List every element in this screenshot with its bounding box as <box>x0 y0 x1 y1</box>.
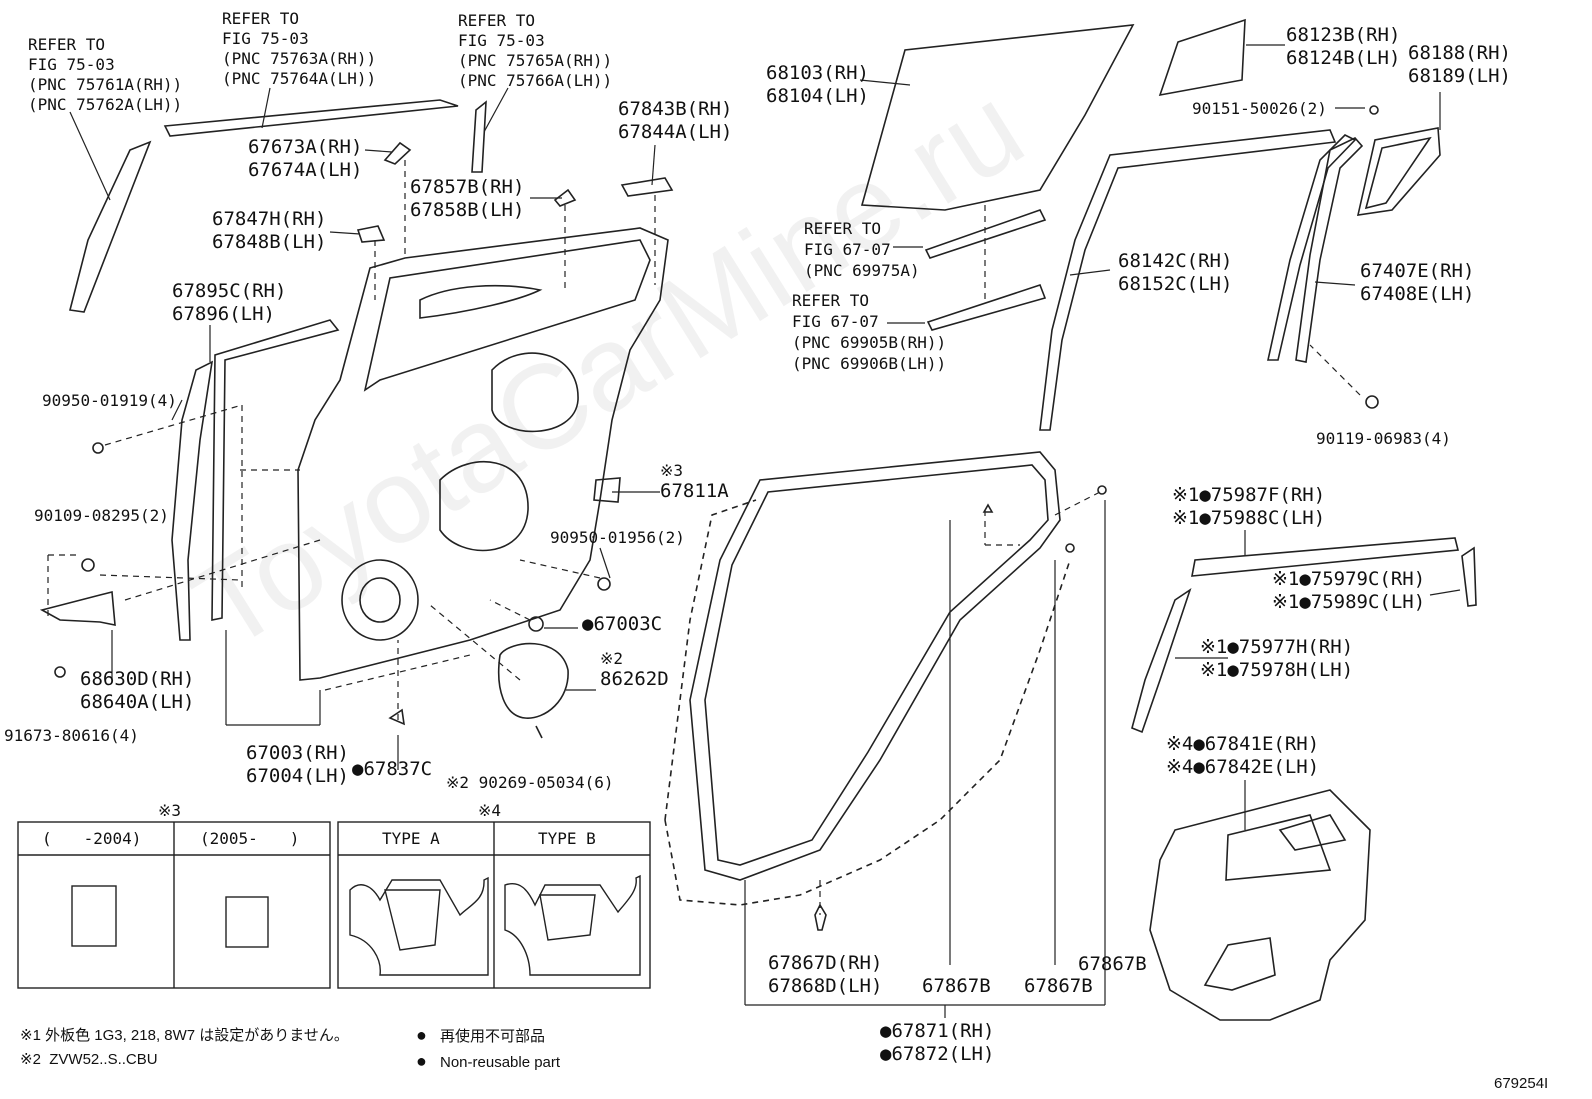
refer-label-fig75-3c: (PNC 75765A(RH)) <box>458 51 613 70</box>
refer-label-fig75-1d: (PNC 75762A(LH)) <box>28 95 183 114</box>
part-label-67003c: ●67003C <box>582 613 663 635</box>
note-1: ※1 外板色 1G3, 218, 8W7 は設定がありません。 <box>20 1027 349 1044</box>
leader-lines <box>69 44 1461 1018</box>
refer-label-fig75-3d: (PNC 75766A(LH)) <box>458 71 613 90</box>
part-label-67867b-b: 67867B <box>1024 975 1093 997</box>
refer-label-fig75-2d: (PNC 75764A(LH)) <box>222 69 377 88</box>
refer-label-fig75-1a: REFER TO <box>28 35 106 54</box>
part-label-68630d: 68630D(RH) <box>80 668 195 690</box>
refer-label-fig67-2d: (PNC 69906B(LH)) <box>792 354 947 373</box>
door-panel-shape <box>39 227 669 739</box>
part-mark-86262d: ※2 <box>600 649 624 668</box>
part-label-67867d: 67867D(RH) <box>768 952 883 974</box>
part-label-68123b: 68123B(RH) <box>1286 24 1401 46</box>
weatherstrip-shape <box>664 451 1107 931</box>
note-2: ※2 ZVW52..S..CBU <box>20 1051 158 1068</box>
part-label-67407e: 67407E(RH) <box>1360 260 1475 282</box>
refer-label-fig75-3a: REFER TO <box>458 11 536 30</box>
part-label-67674a: 67674A(LH) <box>248 159 363 181</box>
legend-bullet-en: ● <box>416 1051 427 1071</box>
refer-label-fig75-2b: FIG 75-03 <box>222 29 309 48</box>
part-label-67872: ●67872(LH) <box>880 1043 995 1065</box>
part-label-75978h: ※1●75978H(LH) <box>1200 659 1354 681</box>
part-label-68142c: 68142C(RH) <box>1118 250 1233 272</box>
part-label-67842e: ※4●67842E(LH) <box>1166 756 1320 778</box>
part-label-67868d: 67868D(LH) <box>768 975 883 997</box>
refer-label-fig75-1b: FIG 75-03 <box>28 55 115 74</box>
moldings-right <box>1131 537 1477 1021</box>
refer-label-fig67-2c: (PNC 69905B(RH)) <box>792 333 947 352</box>
table-col-year-from-2005: (2005- ) <box>200 829 300 848</box>
part-label-67857b: 67857B(RH) <box>410 176 525 198</box>
molding-shapes <box>69 99 674 641</box>
part-label-75989c: ※1●75989C(LH) <box>1272 591 1426 613</box>
part-label-67867b-c: 67867B <box>1078 953 1147 975</box>
legend-text-jp: 再使用不可部品 <box>440 1028 546 1045</box>
part-label-67844a: 67844A(LH) <box>618 121 733 143</box>
part-label-67867b-a: 67867B <box>922 975 991 997</box>
part-label-75979c: ※1●75979C(RH) <box>1272 568 1426 590</box>
legend-text-en: Non-reusable part <box>440 1054 561 1071</box>
part-label-67896: 67896(LH) <box>172 303 275 325</box>
part-label-67673a: 67673A(RH) <box>248 136 363 158</box>
table-mark-4: ※4 <box>478 801 502 820</box>
part-label-67843b: 67843B(RH) <box>618 98 733 120</box>
part-label-75987f: ※1●75987F(RH) <box>1172 484 1326 506</box>
part-label-68188: 68188(RH) <box>1408 42 1511 64</box>
part-label-75977h: ※1●75977H(RH) <box>1200 636 1354 658</box>
refer-label-fig67-1c: (PNC 69975A) <box>804 261 920 280</box>
part-label-67858b: 67858B(LH) <box>410 199 525 221</box>
table-col-type-b: TYPE B <box>538 829 596 848</box>
part-label-67895c: 67895C(RH) <box>172 280 287 302</box>
part-label-90151-50026: 90151-50026(2) <box>1192 99 1327 118</box>
part-label-67003: 67003(RH) <box>246 742 349 764</box>
legend-bullet-jp: ● <box>416 1025 427 1045</box>
glass-shapes <box>860 18 1441 431</box>
refer-label-fig67-2b: FIG 67-07 <box>792 312 879 331</box>
part-label-67837c: ●67837C <box>352 758 433 780</box>
part-label-67841e: ※4●67841E(RH) <box>1166 733 1320 755</box>
part-label-67848b: 67848B(LH) <box>212 231 327 253</box>
reference-table-lines <box>17 821 651 989</box>
part-label-91673-80616: 91673-80616(4) <box>4 726 139 745</box>
refer-label-fig75-2a: REFER TO <box>222 9 300 28</box>
part-label-90950-01956: 90950-01956(2) <box>550 528 685 547</box>
part-label-68189: 68189(LH) <box>1408 65 1511 87</box>
table-mark-3: ※3 <box>158 801 182 820</box>
part-label-67811a: 67811A <box>660 480 729 502</box>
refer-label-fig75-1c: (PNC 75761A(RH)) <box>28 75 183 94</box>
refer-label-fig67-1b: FIG 67-07 <box>804 240 891 259</box>
part-label-68152c: 68152C(LH) <box>1118 273 1233 295</box>
part-label-67847h: 67847H(RH) <box>212 208 327 230</box>
refer-label-fig75-2c: (PNC 75763A(RH)) <box>222 49 377 68</box>
refer-label-fig67-2a: REFER TO <box>792 291 870 310</box>
part-label-68640a: 68640A(LH) <box>80 691 195 713</box>
refer-label-fig75-3b: FIG 75-03 <box>458 31 545 50</box>
part-label-68103: 68103(RH) <box>766 62 869 84</box>
part-label-75988c: ※1●75988C(LH) <box>1172 507 1326 529</box>
part-label-67408e: 67408E(LH) <box>1360 283 1475 305</box>
table-col-type-a: TYPE A <box>382 829 440 848</box>
table-col-year-to-2004: ( -2004) <box>42 829 142 848</box>
part-label-68124b: 68124B(LH) <box>1286 47 1401 69</box>
part-label-90109-08295: 90109-08295(2) <box>34 506 169 525</box>
part-label-67004: 67004(LH) <box>246 765 349 787</box>
figure-id: 679254I <box>1494 1075 1549 1092</box>
part-label-67871: ●67871(RH) <box>880 1020 995 1042</box>
part-label-90950-01919: 90950-01919(4) <box>42 391 177 410</box>
part-label-86262d: 86262D <box>600 668 669 690</box>
part-label-90269-05034: ※2 90269-05034(6) <box>446 773 614 792</box>
refer-label-fig67-1a: REFER TO <box>804 219 882 238</box>
part-mark-67811a: ※3 <box>660 461 684 480</box>
part-label-90119-06983: 90119-06983(4) <box>1316 429 1451 448</box>
part-label-68104: 68104(LH) <box>766 85 869 107</box>
